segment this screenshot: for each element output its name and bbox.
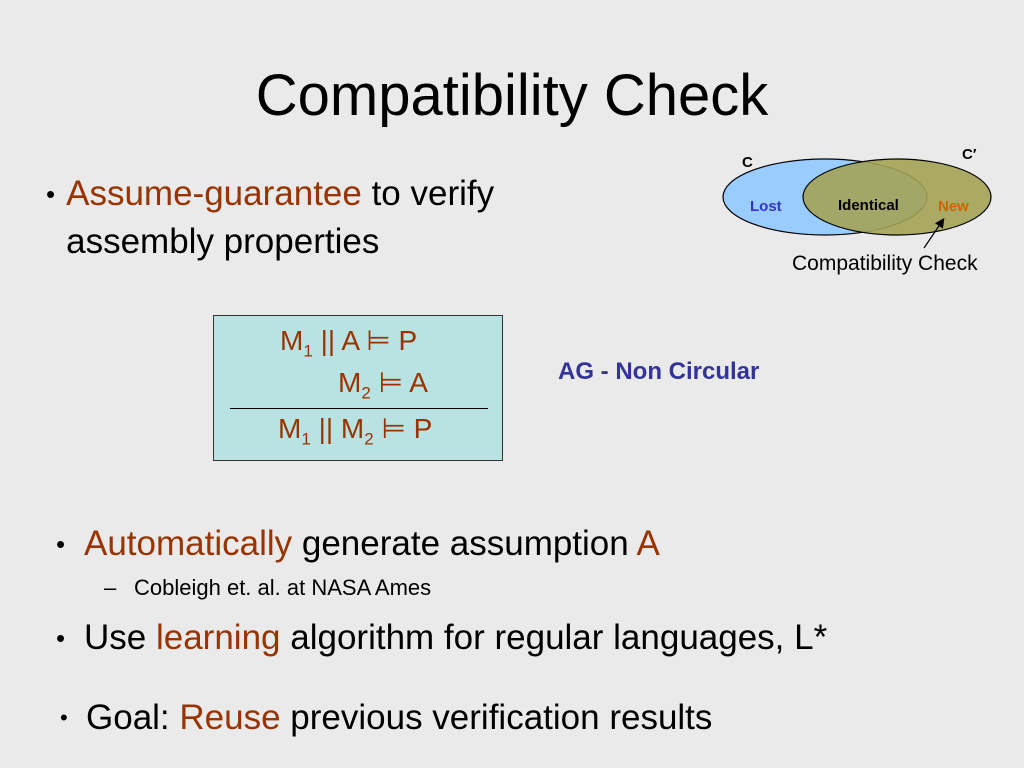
bullet-accent: Automatically	[84, 524, 293, 563]
bullet-dot: •	[46, 179, 56, 209]
rule-premise-2: M2 ⊨ A	[338, 367, 428, 403]
bullet-prefix: Use	[84, 618, 156, 657]
slide-title: Compatibility Check	[255, 63, 769, 128]
bullet-prefix: Goal:	[86, 698, 180, 737]
venn-c-prime-ellipse	[802, 158, 992, 236]
bullet-assume-guarantee: • Assume-guarantee to verify assembly pr…	[46, 170, 606, 266]
rule-premise-1: M1 || A ⊨ P	[280, 325, 418, 361]
venn-lost-label: Lost	[750, 198, 782, 215]
sub-bullet-text: Cobleigh et. al. at NASA Ames	[134, 575, 432, 600]
bullet-text: generate assumption	[292, 524, 637, 563]
venn-identical-label: Identical	[838, 197, 899, 214]
ag-rule-box: M1 || A ⊨ P M2 ⊨ A M1 || M2 ⊨ P	[213, 315, 503, 461]
bullet-goal: • Goal: Reuse previous verification resu…	[60, 694, 960, 742]
bullet-accent: Assume-guarantee	[66, 174, 362, 213]
sub-bullet-cobleigh: –Cobleigh et. al. at NASA Ames	[104, 573, 431, 603]
ag-non-circular-label: AG - Non Circular	[558, 358, 760, 385]
bullet-learning: • Use learning algorithm for regular lan…	[56, 614, 1016, 662]
bullet-text: previous verification results	[280, 698, 713, 737]
venn-caption: Compatibility Check	[792, 252, 978, 275]
bullet-text: to verify assembly properties	[66, 174, 495, 261]
bullet-automatically: • Automatically generate assumption A	[56, 520, 856, 568]
venn-label-c: C	[742, 154, 753, 171]
bullet-accent: Reuse	[179, 698, 281, 737]
rule-conclusion: M1 || M2 ⊨ P	[278, 413, 433, 449]
bullet-accent: learning	[155, 618, 281, 657]
venn-new-label: New	[938, 198, 969, 215]
bullet-dot: •	[56, 529, 66, 559]
compatibility-venn-diagram: C C′ Lost Identical New Compatibility Ch…	[722, 146, 992, 275]
bullet-dot: •	[60, 705, 68, 730]
venn-arrow	[923, 218, 945, 249]
bullet-accent-a: A	[636, 524, 660, 563]
venn-label-c-prime: C′	[962, 146, 977, 163]
bullet-text: algorithm for regular languages, L*	[280, 618, 828, 657]
bullet-dot: •	[56, 623, 66, 653]
rule-divider	[230, 408, 488, 409]
sub-bullet-dash: –	[104, 575, 117, 600]
